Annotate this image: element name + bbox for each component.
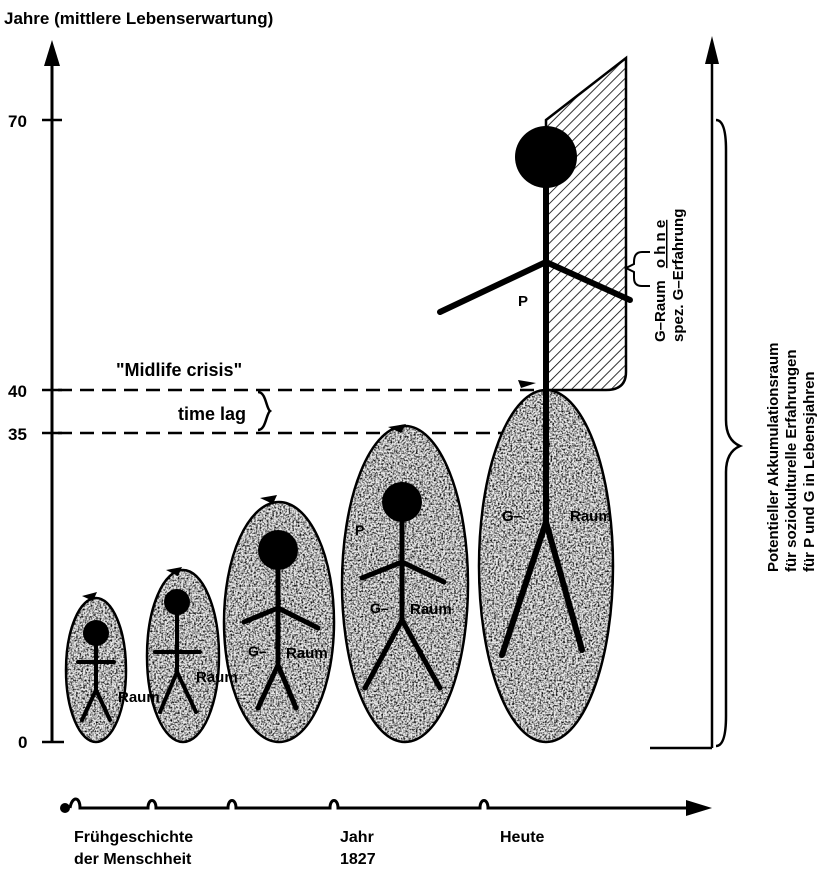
y-tick-35: 35	[8, 425, 27, 444]
fig4-g-label: G–	[370, 600, 389, 616]
label-year-line2: 1827	[340, 851, 376, 868]
right-brace-icon	[716, 120, 740, 746]
midlife-crisis-label: "Midlife crisis"	[116, 360, 242, 380]
fig4-p-label: P	[355, 522, 364, 538]
today-p-label: P	[518, 293, 528, 310]
arrow-icon-5	[518, 380, 536, 388]
y-tick-40: 40	[8, 382, 27, 401]
label-year-line1: Jahr	[340, 829, 374, 846]
today-g-label: G–	[502, 508, 522, 525]
brace-caption-line1: Potentieller Akkumulationsraum	[765, 343, 782, 573]
svg-text:G–Raum o h n e: G–Raum o h n e	[652, 220, 669, 342]
hatch-caption-prefix: G–Raum	[652, 280, 669, 342]
fig4-raum-label: Raum	[410, 601, 452, 618]
hatch-caption-ohne: o h n e	[652, 220, 669, 268]
fig1-raum-label: Raum	[118, 689, 160, 706]
time-lag-label: time lag	[178, 404, 246, 424]
right-axis-arrow-icon	[705, 36, 719, 64]
timeline	[60, 799, 712, 816]
right-axis	[650, 36, 740, 748]
hatch-bracket-icon	[626, 252, 650, 286]
brace-caption-line3: für P und G in Lebensjahren	[801, 371, 818, 572]
right-brace-caption: Potentieller Akkumulationsraum für sozio…	[765, 343, 818, 573]
y-axis-title: Jahre (mittlere Lebenserwartung)	[4, 9, 273, 28]
ellipse-1827	[342, 426, 468, 742]
fig2-raum-label: Raum	[196, 669, 238, 686]
y-tick-70: 70	[8, 112, 27, 131]
hatch-caption-line2: spez. G–Erfahrung	[670, 209, 687, 342]
timeline-arrow-icon	[686, 800, 712, 816]
time-lag-brace-icon	[258, 392, 270, 430]
y-axis-arrow-icon	[44, 40, 60, 66]
today-raum-label: Raum	[570, 508, 612, 525]
label-early-line1: Frühgeschichte	[74, 829, 193, 846]
fig3-g-label: G–	[248, 643, 267, 659]
hatched-area-caption: G–Raum o h n e spez. G–Erfahrung	[652, 209, 687, 342]
hatched-area	[546, 58, 626, 390]
y-tick-0: 0	[18, 733, 27, 752]
label-today: Heute	[500, 829, 545, 846]
brace-caption-line2: für soziokulturelle Erfahrungen	[783, 349, 800, 572]
fig3-raum-label: Raum	[286, 645, 328, 662]
label-early-line2: der Menschheit	[74, 851, 192, 868]
